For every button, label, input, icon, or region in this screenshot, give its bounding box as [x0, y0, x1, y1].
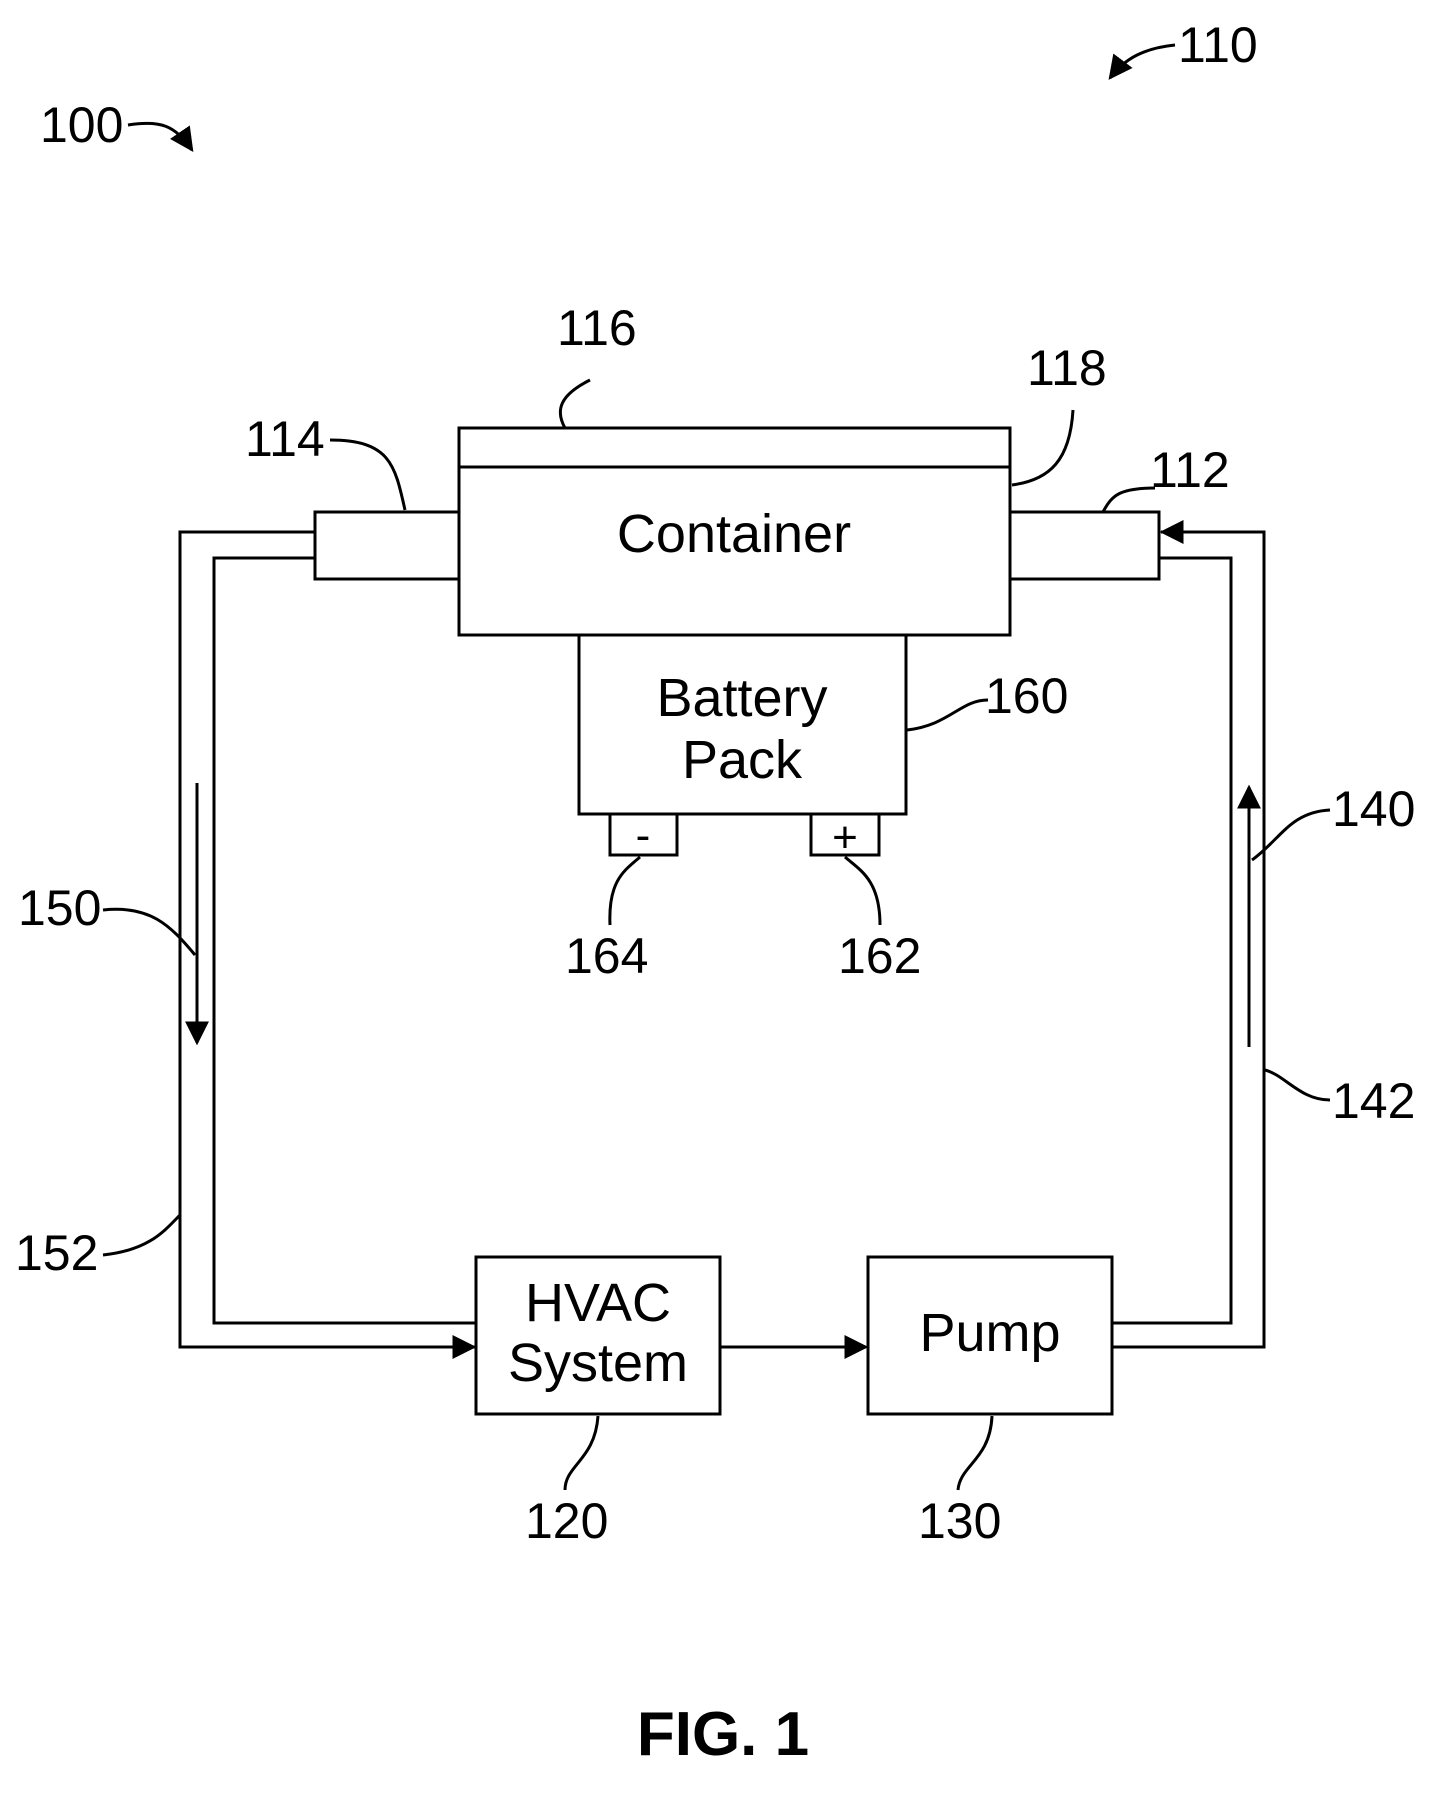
hvac-system-box: HVAC System [476, 1257, 720, 1414]
negative-terminal-symbol: - [636, 811, 651, 860]
ref-140: 140 [1332, 781, 1415, 837]
outlet-port-114 [315, 512, 459, 579]
container-box: Container [459, 467, 1010, 635]
pump-label: Pump [919, 1303, 1060, 1363]
positive-terminal-symbol: + [832, 813, 858, 862]
return-line-152 [180, 532, 476, 1347]
figure-caption: FIG. 1 [637, 1700, 809, 1769]
negative-terminal: - [610, 811, 677, 860]
ref-162: 162 [838, 928, 921, 984]
ref-120: 120 [525, 1493, 608, 1549]
ref-114: 114 [245, 411, 325, 467]
ref-150: 150 [18, 880, 101, 936]
ref-152: 152 [15, 1225, 98, 1281]
positive-terminal: + [811, 813, 879, 862]
battery-pack-label-line1: Battery [656, 668, 827, 728]
battery-pack-box: Battery Pack [579, 635, 906, 814]
ref-110: 110 [1178, 17, 1258, 73]
container-label: Container [617, 504, 851, 564]
ref-160: 160 [985, 668, 1068, 724]
ref-142: 142 [1332, 1073, 1415, 1129]
hvac-label-line2: System [508, 1333, 688, 1393]
container-lid [459, 428, 1010, 467]
pump-box: Pump [868, 1257, 1112, 1414]
ref-112: 112 [1150, 442, 1230, 498]
ref-116: 116 [557, 300, 637, 356]
ref-130: 130 [918, 1493, 1001, 1549]
battery-pack-label-line2: Pack [682, 730, 803, 790]
hvac-label-line1: HVAC [525, 1273, 671, 1333]
ref-118: 118 [1027, 340, 1107, 396]
ref-164: 164 [565, 928, 648, 984]
ref-100: 100 [40, 97, 123, 153]
inlet-port-112 [1010, 512, 1159, 579]
supply-line-142 [1112, 532, 1264, 1347]
